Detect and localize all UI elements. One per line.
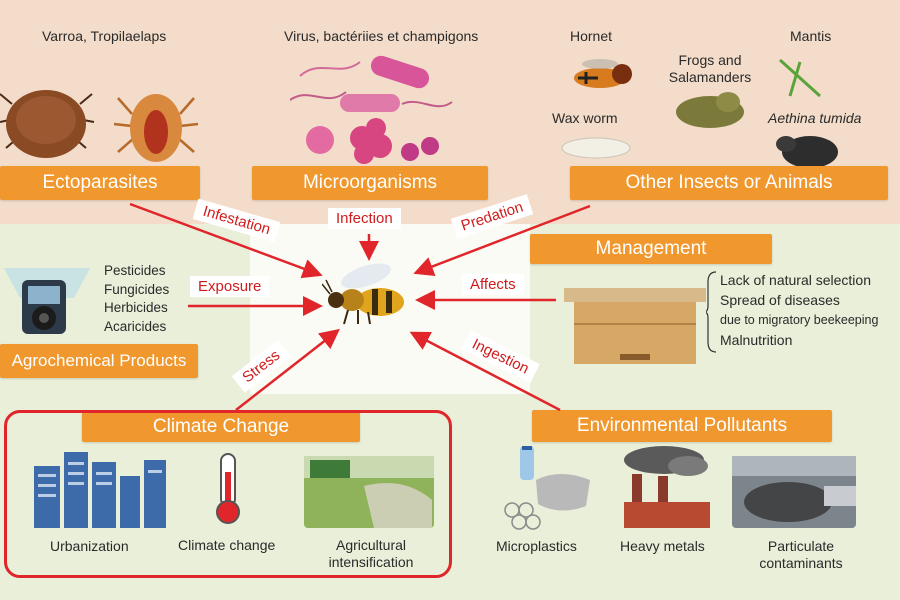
tractor-icon	[4, 268, 90, 334]
ectoparasites-banner: Ectoparasites	[0, 166, 200, 200]
microorganisms-label: Virus, bactériies et champigons	[284, 28, 479, 44]
climate-change-banner: Climate Change	[82, 412, 360, 442]
agrochemical-banner: Agrochemical Products	[0, 344, 198, 378]
agro-item: Fungicides	[104, 281, 170, 297]
exhaust-photo	[732, 456, 856, 528]
microplastics-label: Microplastics	[496, 538, 577, 554]
management-list: Lack of natural selection Spread of dise…	[720, 270, 878, 350]
agro-item: Pesticides	[104, 263, 166, 278]
microorganisms-banner: Microorganisms	[252, 166, 488, 200]
other-insects-banner: Other Insects or Animals	[570, 166, 888, 200]
climate-change-box	[4, 410, 452, 578]
infestation-arrow	[129, 202, 323, 279]
infection-label: Infection	[328, 208, 401, 229]
urbanization-label: Urbanization	[50, 538, 129, 554]
exposure-label: Exposure	[190, 276, 270, 297]
buildings-icon	[34, 452, 166, 528]
management-item: Lack of natural selection	[720, 272, 871, 288]
climate-change-label: Climate change	[178, 537, 276, 553]
wax-worm-label: Wax worm	[552, 110, 618, 126]
ingestion-arrow	[409, 331, 561, 412]
management-banner: Management	[530, 234, 772, 264]
agro-item: Herbicides	[104, 300, 168, 315]
mite-illustrations	[0, 90, 199, 162]
management-brace	[706, 271, 717, 353]
management-item: Spread of diseases	[720, 292, 840, 308]
affects-label: Affects	[462, 274, 524, 295]
bee-icon	[322, 263, 404, 325]
predation-arrow	[413, 204, 591, 276]
hornet-label: Hornet	[570, 28, 613, 44]
heavy-metals-label: Heavy metals	[620, 538, 705, 554]
mantis-label: Mantis	[790, 28, 832, 44]
thermometer-icon	[216, 453, 240, 524]
aethina-label: Aethina tumida	[768, 110, 862, 126]
microplastics-icon	[504, 446, 590, 530]
environmental-pollutants-banner: Environmental Pollutants	[532, 410, 832, 442]
insect-animal-illustrations	[561, 58, 838, 168]
microorganism-illustrations	[290, 55, 453, 164]
agrochemical-list: Pesticides Fungicides Herbicides Acarici…	[104, 262, 169, 336]
management-item: due to migratory beekeeping	[720, 313, 879, 327]
factory-icon	[624, 446, 710, 528]
frogs-label: Frogs and Salamanders	[668, 52, 752, 85]
agricultural-intensification-label: Agricultural intensification	[328, 537, 414, 570]
particulate-contaminants-label: Particulate contaminants	[759, 538, 843, 571]
management-item: Malnutrition	[720, 332, 793, 348]
stress-arrow	[235, 328, 340, 411]
beehive-icon	[564, 288, 706, 364]
agro-item: Acaricides	[104, 318, 167, 334]
mites-label: Varroa, Tropilaelaps	[42, 28, 167, 44]
agriculture-photo	[304, 456, 434, 528]
